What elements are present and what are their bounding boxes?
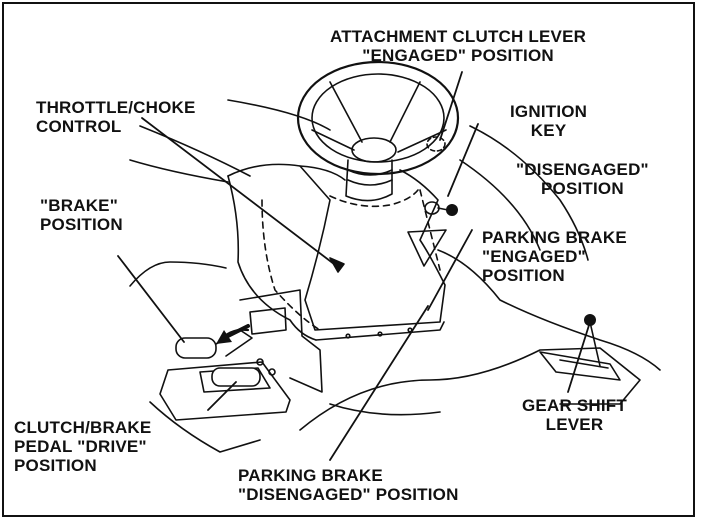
disengaged-marker (446, 204, 458, 216)
attachment-clutch-label: ATTACHMENT CLUTCH LEVER "ENGAGED" POSITI… (330, 27, 587, 65)
steering-column (345, 159, 393, 202)
brake-position-label: "BRAKE" POSITION (40, 196, 123, 234)
ignition-key-label: IGNITION KEY (510, 102, 588, 140)
arrow-head (216, 330, 232, 344)
clutch-brake-pedal (159, 358, 291, 421)
fender-left (129, 261, 323, 393)
throttle-choke-label: THROTTLE/CHOKE CONTROL (36, 98, 196, 136)
gear-shift-lever-label: GEAR SHIFT LEVER (522, 396, 627, 434)
gear-shift-drawing (539, 321, 621, 381)
gear-marker (584, 314, 596, 326)
parking-brake-engaged-label: PARKING BRAKE "ENGAGED" POSITION (482, 228, 627, 285)
leader-lines (117, 71, 591, 461)
deck (149, 347, 641, 453)
parking-brake-disengaged-label: PARKING BRAKE "DISENGAGED" POSITION (238, 466, 459, 504)
throttle-lever-drawing (329, 257, 345, 273)
disengaged-position-label: "DISENGAGED" POSITION (516, 160, 649, 198)
clutch-brake-pedal-label: CLUTCH/BRAKE PEDAL "DRIVE" POSITION (14, 418, 152, 475)
dash-console (227, 163, 447, 341)
ignition-key-drawing (424, 201, 449, 215)
steering-wheel (296, 60, 460, 176)
